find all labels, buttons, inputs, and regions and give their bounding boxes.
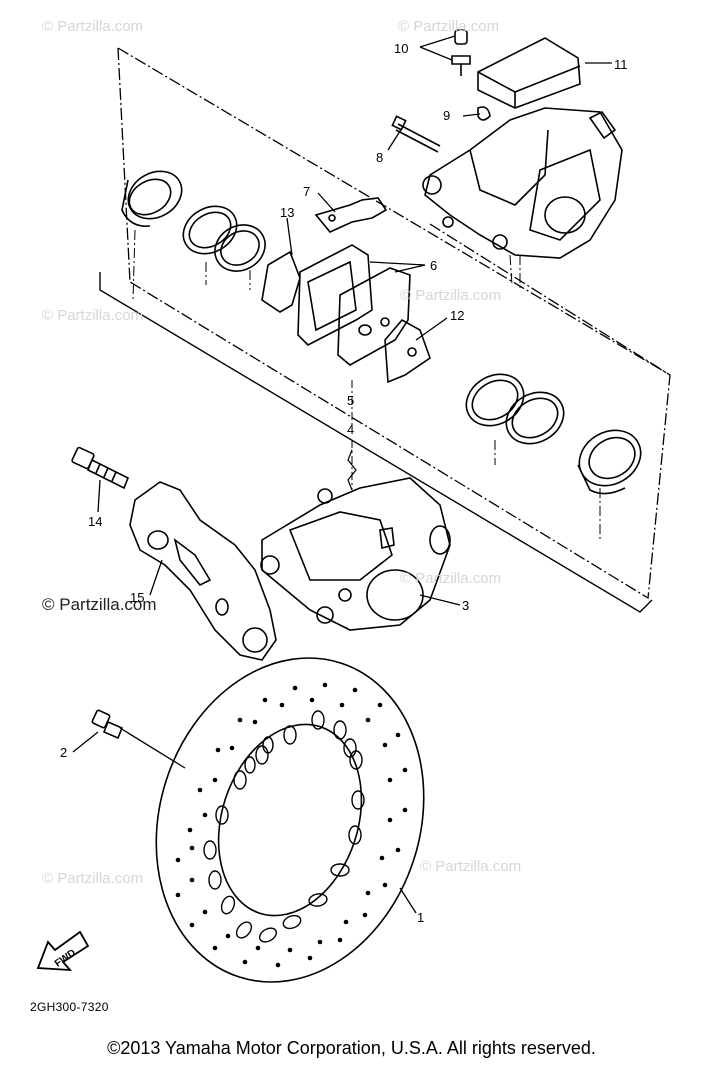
brake-pad-back	[337, 267, 411, 366]
seal-lower-b	[505, 391, 565, 445]
watermark: © Partzilla.com	[42, 18, 144, 35]
callout-5: 5	[347, 393, 355, 408]
disc-screw	[91, 709, 124, 740]
assembly-frame	[117, 47, 671, 600]
callout-12: 12	[450, 308, 465, 323]
diagram-code: 2GH300-7320	[30, 1000, 109, 1014]
seal-lower-a	[465, 373, 525, 427]
callout-8: 8	[376, 150, 384, 165]
caliper-bracket	[129, 481, 277, 661]
fwd-arrow-icon	[36, 930, 90, 972]
watermark: © Partzilla.com	[400, 287, 502, 304]
caliper-lower	[260, 477, 451, 631]
disc-holes	[203, 710, 365, 943]
copyright-notice: ©2013 Yamaha Motor Corporation, U.S.A. A…	[107, 1038, 596, 1058]
brake-pad-front	[297, 244, 373, 346]
callout-11: 11	[614, 57, 628, 72]
watermark: © Partzilla.com	[398, 18, 500, 35]
pad-pin	[391, 115, 441, 153]
callout-15: 15	[130, 590, 145, 605]
brake-disc	[155, 657, 425, 983]
caliper-upper	[422, 107, 623, 259]
callout-9: 9	[443, 108, 451, 123]
callout-6: 6	[430, 258, 438, 273]
callout-14: 14	[88, 514, 103, 529]
pin-clip	[477, 106, 491, 121]
seal-upper-b	[214, 224, 266, 272]
watermark: © Partzilla.com	[400, 570, 502, 587]
pad-spring	[314, 197, 388, 233]
piston-lower	[577, 429, 642, 495]
callout-1: 1	[417, 910, 425, 925]
callout-13: 13	[280, 205, 295, 220]
watermark: © Partzilla.com	[420, 858, 522, 875]
mounting-bolt	[71, 446, 130, 490]
callout-7: 7	[303, 184, 311, 199]
disc-drill-dots	[175, 682, 408, 968]
pad-shim-13	[261, 250, 301, 313]
callout-2: 2	[60, 745, 68, 760]
pad-shim-12	[384, 318, 431, 384]
callout-4: 4	[347, 422, 355, 437]
piston-upper	[121, 170, 183, 227]
callout-10: 10	[394, 41, 409, 56]
bleed-screw	[451, 29, 471, 76]
seal-upper-a	[182, 205, 238, 255]
pad-cover	[477, 37, 581, 109]
watermark: © Partzilla.com	[42, 870, 144, 887]
callout-leaders	[72, 35, 612, 914]
frame-bracket	[99, 272, 653, 613]
watermark-overlay: © Partzilla.com	[42, 595, 157, 614]
watermark: © Partzilla.com	[42, 307, 144, 324]
callout-3: 3	[462, 598, 470, 613]
